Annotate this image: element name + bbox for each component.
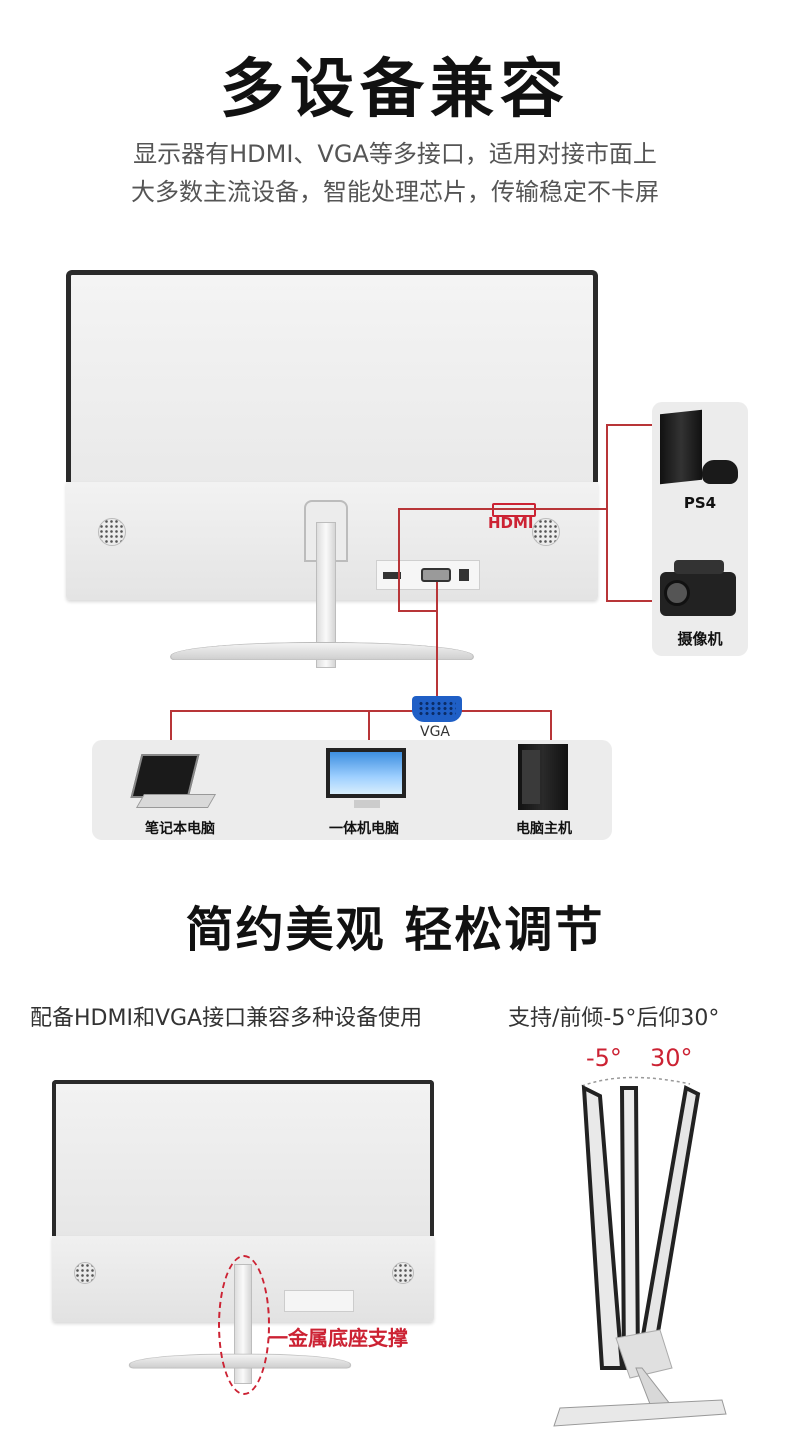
- hdmi-port-icon: [492, 503, 536, 517]
- cable-line: [606, 424, 654, 426]
- cable-line: [606, 424, 608, 602]
- cable-line: [398, 610, 438, 612]
- tilt-arc: [581, 1076, 691, 1087]
- monitor-back-panel-2: [52, 1080, 434, 1240]
- device-label-camera: 摄像机: [677, 630, 723, 648]
- speaker-grille-left-icon: [74, 1262, 96, 1284]
- vga-port-icon: [421, 568, 451, 582]
- monitor-side-tilted: [635, 1085, 701, 1371]
- stand-neck: [316, 522, 336, 668]
- speaker-grille-right-icon: [392, 1262, 414, 1284]
- caption-ports: 配备HDMI和VGA接口兼容多种设备使用: [30, 1006, 423, 1031]
- vga-label: VGA: [420, 724, 451, 740]
- gamepad-icon: [702, 460, 738, 484]
- device-label-tower: 电脑主机: [516, 821, 572, 837]
- dc-power-port-icon: [459, 569, 469, 581]
- laptop-icon: [130, 754, 200, 798]
- cable-line: [170, 710, 172, 744]
- port-panel: [376, 560, 480, 590]
- tilt-diagram: [553, 1076, 727, 1427]
- tower-front-panel: [522, 750, 540, 804]
- usb-port-icon: [383, 572, 401, 579]
- cable-line: [398, 508, 400, 612]
- hinge-block: [615, 1329, 673, 1379]
- cable-line: [368, 710, 370, 744]
- laptop-keyboard: [135, 794, 217, 808]
- stand-base: [168, 642, 476, 661]
- side-base: [553, 1399, 727, 1427]
- section2-title: 简约美观 轻松调节: [185, 902, 605, 958]
- tilt-forward-angle: -5°: [586, 1044, 622, 1072]
- camera-lens-icon: [664, 580, 690, 606]
- cable-line: [436, 582, 438, 698]
- camera-handle: [674, 560, 724, 574]
- tilt-back-angle: 30°: [650, 1044, 693, 1072]
- device-label-laptop: 笔记本电脑: [145, 821, 215, 837]
- vga-device-card: 笔记本电脑 一体机电脑 电脑主机: [92, 740, 612, 840]
- metal-stand-highlight: [218, 1255, 270, 1395]
- monitor-side-forward: [581, 1084, 625, 1370]
- port-panel-2: [284, 1290, 354, 1312]
- metal-stand-label: 一金属底座支撑: [268, 1326, 408, 1350]
- video-camera-icon: [660, 560, 736, 616]
- vga-connector-icon: [412, 696, 462, 722]
- speaker-grille-left-icon: [98, 518, 126, 546]
- hdmi-device-card: PS4 摄像机: [652, 402, 748, 656]
- vga-pins: [418, 701, 456, 717]
- cable-line: [170, 710, 552, 712]
- ps4-console-icon: [660, 409, 702, 485]
- caption-tilt: 支持/前倾-5°后仰30°: [508, 1006, 720, 1031]
- cable-line: [606, 600, 654, 602]
- section1-subtitle-line2: 大多数主流设备，智能处理芯片，传输稳定不卡屏: [131, 178, 659, 206]
- stand-arm: [635, 1367, 672, 1405]
- device-label-ps4: PS4: [683, 494, 717, 512]
- monitor-side-upright: [619, 1086, 641, 1370]
- monitor-back-panel: [66, 270, 598, 486]
- cable-line: [398, 508, 608, 510]
- section1-subtitle-line1: 显示器有HDMI、VGA等多接口，适用对接市面上: [133, 140, 657, 168]
- all-in-one-pc-icon: [326, 748, 406, 798]
- speaker-grille-right-icon: [532, 518, 560, 546]
- aio-stand: [354, 800, 380, 808]
- device-label-aio: 一体机电脑: [329, 821, 399, 837]
- section1-title: 多设备兼容: [220, 53, 570, 127]
- cable-line: [550, 710, 552, 744]
- hdmi-label: HDMI: [488, 514, 534, 532]
